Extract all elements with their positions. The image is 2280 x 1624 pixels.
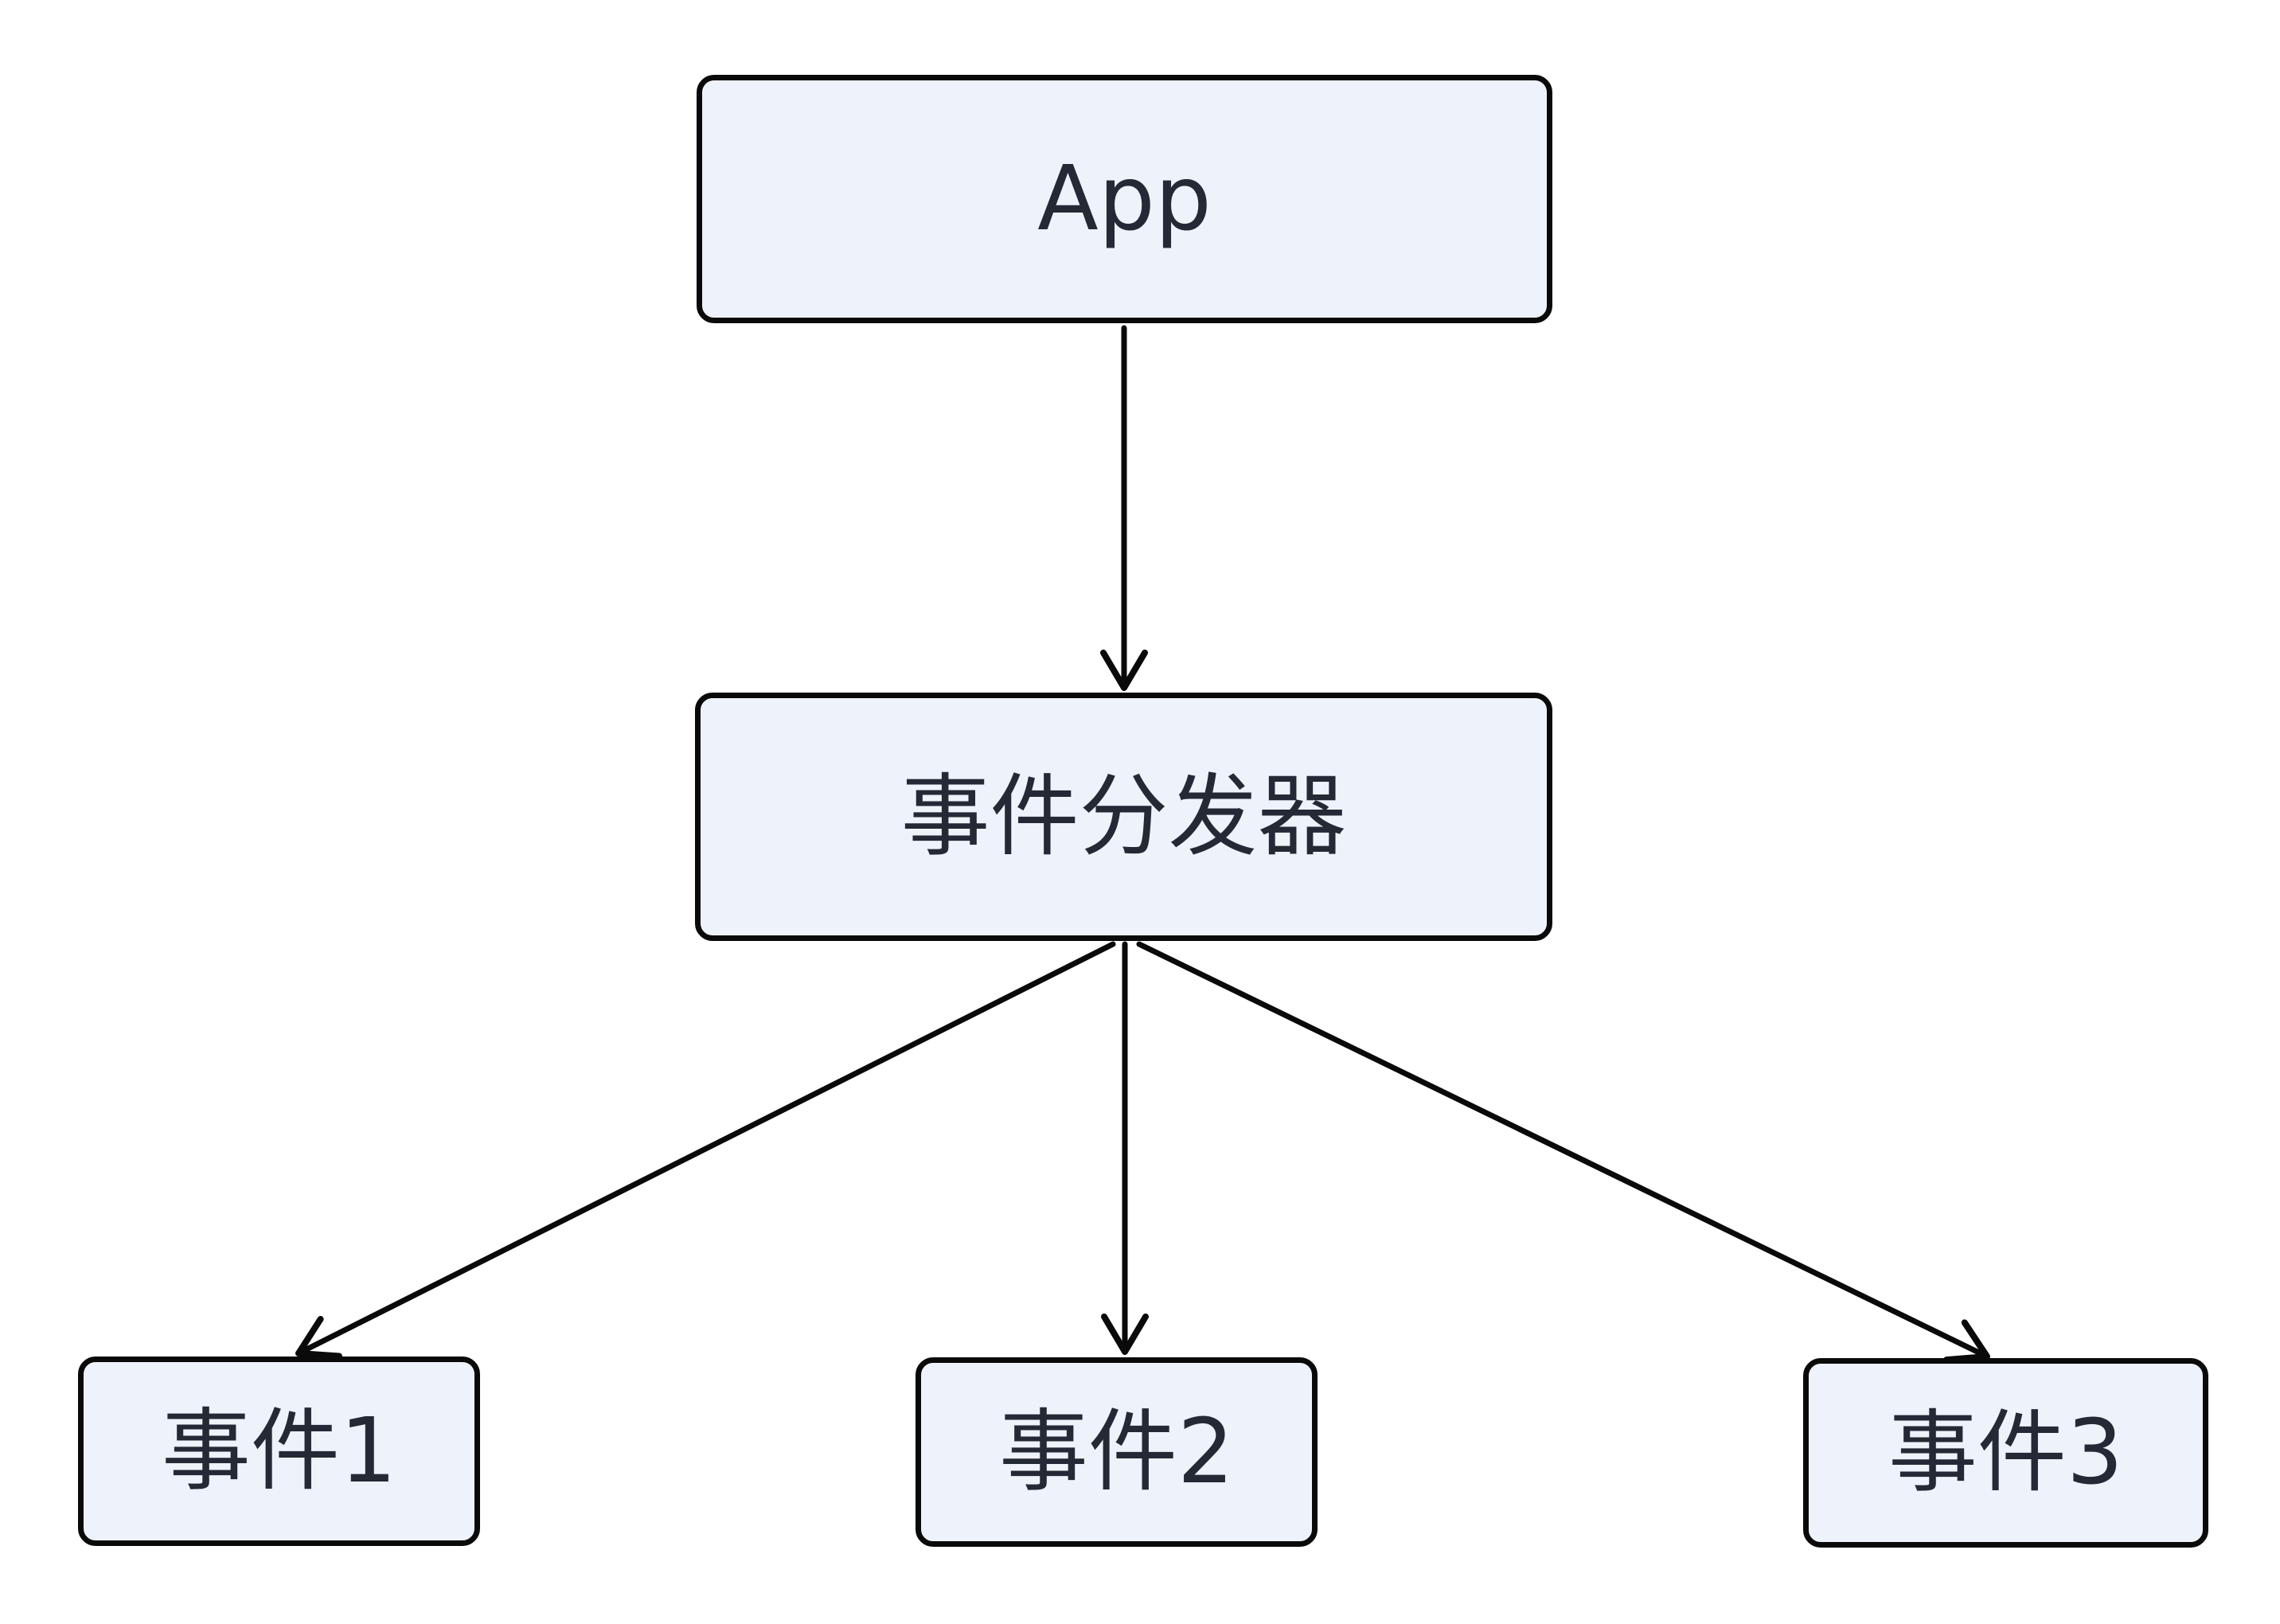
node-app: App [697, 75, 1552, 323]
node-event3-label: 事件3 [1888, 1401, 2124, 1505]
node-event2: 事件2 [916, 1357, 1318, 1547]
node-event3: 事件3 [1803, 1358, 2208, 1548]
node-event2-label: 事件2 [998, 1400, 1235, 1504]
node-app-label: App [1037, 147, 1212, 251]
node-event-dispatcher: 事件分发器 [695, 693, 1552, 941]
node-event-dispatcher-label: 事件分发器 [900, 765, 1347, 869]
edge-dispatcher-event1 [295, 941, 1116, 1360]
node-event1-label: 事件1 [161, 1400, 397, 1503]
node-event1: 事件1 [78, 1357, 480, 1546]
edge-dispatcher-event3 [1136, 941, 1990, 1364]
